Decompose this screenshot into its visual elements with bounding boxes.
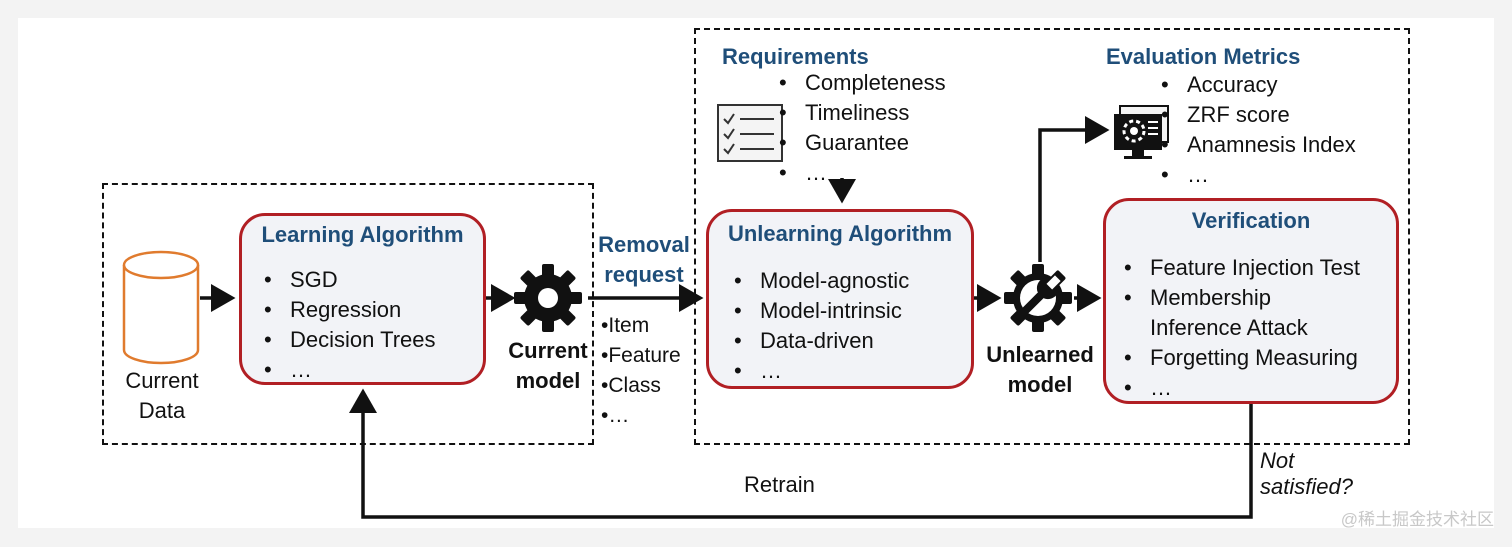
list-item: Forgetting Measuring	[1116, 343, 1360, 373]
list-item: Item	[601, 311, 681, 341]
list-item: Guarantee	[771, 128, 946, 158]
current-data-line1: Current	[125, 368, 199, 393]
list-item: Model-agnostic	[726, 266, 909, 296]
list-item: Membership	[1116, 283, 1360, 313]
current-model-label: Current model	[500, 336, 596, 396]
training-group	[102, 183, 594, 445]
current-model-line1: Current	[508, 338, 588, 363]
list-item: Feature	[601, 341, 680, 371]
list-item: SGD	[256, 265, 436, 295]
database-icon	[122, 250, 200, 365]
learning-algorithm-list: SGD Regression Decision Trees …	[256, 265, 436, 385]
list-item: …	[771, 158, 946, 188]
not-satisfied-line2: satisfied?	[1260, 474, 1353, 499]
unlearning-algorithm-list: Model-agnostic Model-intrinsic Data-driv…	[726, 266, 909, 386]
removal-request-label: Removal request	[594, 230, 694, 290]
unlearning-algorithm-title: Unlearning Algorithm	[727, 221, 953, 246]
current-data-line2: Data	[138, 398, 186, 423]
list-item: …	[726, 356, 909, 386]
requirements-title: Requirements	[722, 44, 869, 69]
learning-algorithm-box: Learning Algorithm SGD Regression Decisi…	[239, 213, 486, 385]
list-item: Accuracy	[1153, 70, 1356, 100]
watermark: @稀土掘金技术社区	[1340, 510, 1494, 529]
list-item: …	[1116, 373, 1360, 403]
list-item: Data-driven	[726, 326, 909, 356]
arrow-retrain-loop	[349, 388, 1253, 519]
removal-line1: Removal	[598, 232, 690, 257]
retrain-label: Retrain	[744, 472, 815, 497]
arrow-wrench-to-evaluation	[1038, 116, 1110, 262]
gear-icon	[514, 264, 582, 332]
not-satisfied-line1: Not	[1260, 448, 1295, 473]
requirements-list: Completeness Timeliness Guarantee …	[771, 68, 946, 188]
unlearning-algorithm-box: Unlearning Algorithm Model-agnostic Mode…	[706, 209, 974, 389]
evaluation-metrics-list: Accuracy ZRF score Anamnesis Index …	[1153, 70, 1356, 190]
list-item-continuation: Inference Attack	[1150, 315, 1308, 340]
removal-items: Item Feature Class …	[601, 311, 681, 431]
verification-list: Feature Injection Test Membership Infere…	[1116, 253, 1360, 403]
not-satisfied-label: Not satisfied?	[1260, 448, 1353, 500]
list-item: …	[601, 401, 681, 431]
list-item: …	[256, 355, 436, 385]
wrench-gear-icon	[1004, 264, 1072, 332]
unlearning-group	[694, 28, 1410, 445]
unlearned-model-label: Unlearned model	[978, 340, 1102, 400]
unlearned-model-line1: Unlearned	[986, 342, 1094, 367]
verification-box: Verification Feature Injection Test Memb…	[1103, 198, 1399, 404]
list-item: Feature Injection Test	[1116, 253, 1360, 283]
list-item: Model-intrinsic	[726, 296, 909, 326]
list-item: Completeness	[771, 68, 946, 98]
evaluation-metrics-title: Evaluation Metrics	[1106, 44, 1301, 69]
list-item: ZRF score	[1153, 100, 1356, 130]
list-item: Timeliness	[771, 98, 946, 128]
learning-algorithm-title: Learning Algorithm	[261, 222, 464, 247]
current-data-label: Current Data	[110, 366, 214, 426]
list-item: Class	[601, 371, 681, 401]
unlearned-model-line2: model	[1007, 372, 1073, 397]
list-item: …	[1153, 160, 1356, 190]
list-item: Decision Trees	[256, 325, 436, 355]
list-item: Anamnesis Index	[1153, 130, 1356, 160]
current-model-line2: model	[515, 368, 581, 393]
list-item: Regression	[256, 295, 436, 325]
verification-title: Verification	[1191, 208, 1311, 233]
removal-line2: request	[604, 262, 684, 287]
